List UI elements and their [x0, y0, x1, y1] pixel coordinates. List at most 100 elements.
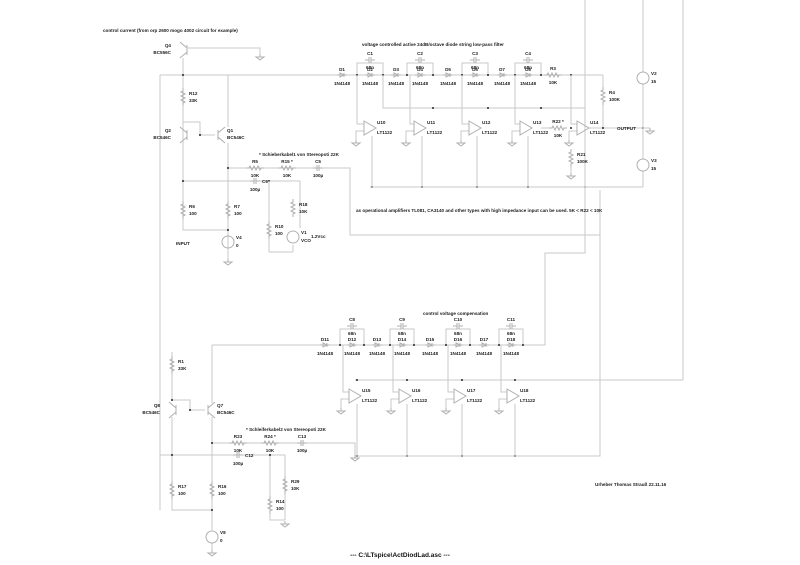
resistor-r7[interactable] — [224, 201, 232, 219]
resistor-r16[interactable] — [208, 481, 216, 499]
diode-d5[interactable] — [443, 72, 453, 78]
resistor-icon — [599, 87, 607, 105]
component-value: 100µ — [313, 173, 324, 178]
diode-d17[interactable] — [479, 342, 489, 348]
component-value: BC546C — [217, 410, 235, 415]
resistor-r29[interactable] — [281, 476, 289, 494]
resistor-r12[interactable] — [179, 88, 187, 106]
resistor-icon — [261, 439, 279, 447]
capacitor-c13[interactable] — [297, 440, 307, 446]
transistor-q7[interactable] — [207, 401, 216, 419]
capacitor-c11[interactable] — [506, 323, 516, 329]
resistor-r15[interactable] — [278, 164, 296, 172]
resistor-r3[interactable] — [544, 71, 562, 79]
component-value: 1N4148 — [344, 351, 361, 356]
capacitor-c4[interactable] — [523, 57, 533, 63]
wire — [340, 398, 349, 408]
note-filter-title: voltage controlled active 24dB/octave di… — [362, 42, 504, 47]
opamp-u12[interactable] — [468, 120, 482, 136]
transistor-q1[interactable] — [217, 126, 226, 144]
capacitor-c9[interactable] — [397, 323, 407, 329]
diode-d16[interactable] — [453, 342, 463, 348]
component-value: 15 — [651, 79, 657, 84]
resistor-r14[interactable] — [266, 496, 274, 514]
diode-d14[interactable] — [397, 342, 407, 348]
component-name: V4 — [236, 235, 242, 240]
opamp-u14[interactable] — [576, 120, 590, 136]
component-value: 1N4148 — [450, 351, 467, 356]
component-name: D17 — [480, 337, 489, 342]
capacitor-c2[interactable] — [415, 57, 425, 63]
component-value: LT1122 — [377, 130, 393, 135]
junction-dot — [522, 344, 524, 346]
transistor-q4[interactable] — [179, 41, 188, 59]
component-value: 100 — [275, 231, 283, 236]
component-value: LT1122 — [362, 398, 378, 403]
diode-d8[interactable] — [523, 72, 533, 78]
capacitor-c12[interactable] — [233, 452, 243, 458]
diode-d7[interactable] — [497, 72, 507, 78]
resistor-r1[interactable] — [168, 356, 176, 374]
capacitor-c1[interactable] — [365, 57, 375, 63]
capacitor-icon — [313, 165, 323, 171]
diode-d4[interactable] — [415, 72, 425, 78]
voltage-source-v1[interactable] — [286, 230, 300, 244]
diode-d6[interactable] — [470, 72, 480, 78]
capacitor-c8[interactable] — [347, 323, 357, 329]
diode-d1[interactable] — [337, 72, 347, 78]
diode-d3[interactable] — [391, 72, 401, 78]
voltage-source-v8[interactable] — [205, 530, 219, 544]
opamp-u10[interactable] — [363, 120, 377, 136]
capacitor-c10[interactable] — [453, 323, 463, 329]
resistor-r23[interactable] — [229, 439, 247, 447]
opamp-u16[interactable] — [398, 388, 412, 404]
opamp-u17[interactable] — [453, 388, 467, 404]
junction-dot — [182, 74, 184, 76]
diode-d11[interactable] — [320, 342, 330, 348]
capacitor-c5[interactable] — [313, 165, 323, 171]
component-name: C8 — [349, 317, 355, 322]
resistor-r4[interactable] — [599, 87, 607, 105]
opamp-u13[interactable] — [519, 120, 533, 136]
component-name: U16 — [412, 388, 421, 393]
capacitor-c3[interactable] — [470, 57, 480, 63]
junction-dot — [199, 134, 201, 136]
resistor-r21[interactable] — [567, 149, 575, 167]
transistor-icon — [179, 126, 188, 144]
note-pot2: * Schleiferkabel2 von Stereopoti 22K — [246, 427, 327, 432]
capacitor-c6[interactable] — [250, 178, 260, 184]
diode-d12[interactable] — [347, 342, 357, 348]
diode-d15[interactable] — [425, 342, 435, 348]
transistor-icon — [168, 401, 177, 419]
resistor-r24[interactable] — [261, 439, 279, 447]
resistor-r18[interactable] — [289, 199, 297, 217]
component-value: 100µ — [297, 448, 308, 453]
diode-d2[interactable] — [365, 72, 375, 78]
voltage-source-v3[interactable] — [636, 158, 650, 172]
junction-dot — [171, 399, 173, 401]
component-value: 10K — [234, 448, 243, 453]
opamp-u11[interactable] — [413, 120, 427, 136]
opamp-u18[interactable] — [506, 388, 520, 404]
resistor-r6[interactable] — [179, 201, 187, 219]
file-name: --- C:\LTspice\ActDiodLad.asc --- — [350, 552, 450, 559]
wire — [390, 398, 399, 408]
wire — [460, 130, 469, 140]
note-compensation-title: control voltage compensation — [423, 311, 489, 316]
transistor-q8[interactable] — [168, 401, 177, 419]
wire — [511, 130, 520, 140]
diode-d13[interactable] — [372, 342, 382, 348]
ground-icon — [563, 140, 575, 147]
opamp-icon — [348, 388, 362, 404]
transistor-q2[interactable] — [179, 126, 188, 144]
resistor-r22[interactable] — [549, 124, 567, 132]
voltage-source-v2[interactable] — [636, 71, 650, 85]
diode-d18[interactable] — [506, 342, 516, 348]
resistor-r5[interactable] — [246, 164, 264, 172]
wire — [568, 130, 577, 140]
resistor-r10[interactable] — [265, 221, 273, 239]
resistor-r17[interactable] — [168, 481, 176, 499]
opamp-u15[interactable] — [348, 388, 362, 404]
voltage-source-v4[interactable] — [221, 235, 235, 249]
component-name: C10 — [454, 317, 463, 322]
